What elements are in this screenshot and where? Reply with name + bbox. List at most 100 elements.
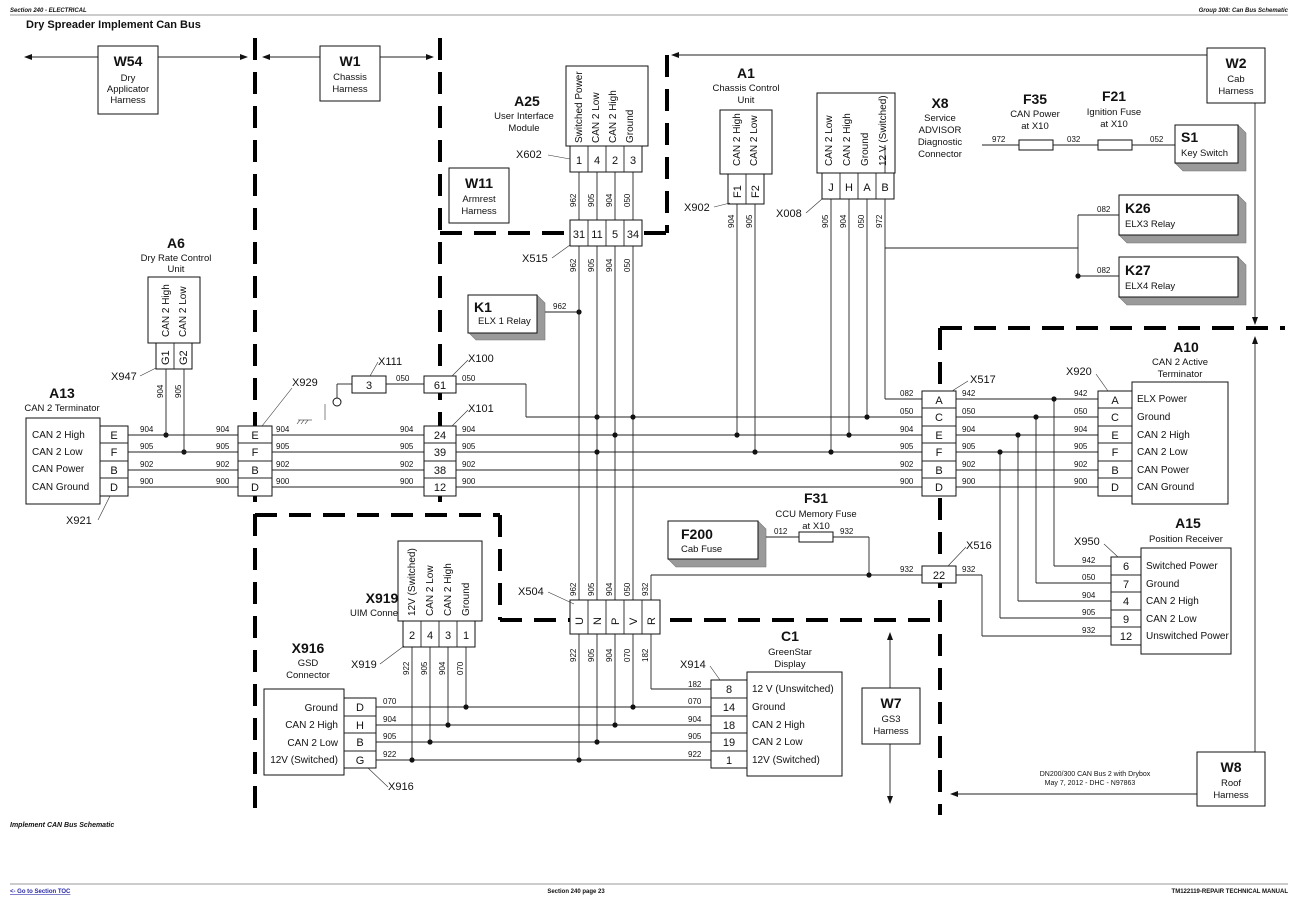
svg-text:X916: X916: [292, 640, 325, 656]
toc-link[interactable]: <- Go to Section TOC: [10, 889, 71, 895]
svg-text:Harness: Harness: [110, 95, 146, 106]
svg-text:GreenStar: GreenStar: [768, 647, 812, 658]
svg-text:CAN 2 High: CAN 2 High: [608, 90, 619, 143]
svg-text:900: 900: [462, 477, 476, 486]
a25-user-interface-module: A25 User Interface Module Switched Power…: [494, 65, 649, 272]
svg-text:3: 3: [366, 380, 372, 392]
svg-text:CAN 2 High: CAN 2 High: [752, 720, 805, 731]
svg-text:22: 22: [933, 570, 945, 582]
svg-text:904: 904: [839, 214, 848, 228]
svg-text:12V (Switched): 12V (Switched): [407, 548, 418, 616]
svg-text:12 V (Unswitched): 12 V (Unswitched): [752, 684, 834, 695]
f200-f31-memory-fuse: F200 Cab Fuse F31 CCU Memory Fuse at X10…: [651, 490, 992, 584]
svg-text:ADVISOR: ADVISOR: [919, 125, 962, 136]
svg-text:CAN Power: CAN Power: [1010, 109, 1060, 120]
svg-text:050: 050: [623, 258, 632, 272]
x504-connector: 962 905 904 050 932 U N P V R X504 922 9…: [518, 575, 711, 760]
svg-text:B: B: [251, 465, 258, 477]
svg-text:at X10: at X10: [1021, 121, 1048, 132]
svg-text:Harness: Harness: [1213, 790, 1249, 801]
svg-text:X111: X111: [378, 356, 402, 368]
svg-text:X919: X919: [351, 659, 377, 671]
svg-text:12 V (Switched): 12 V (Switched): [878, 95, 889, 166]
s1-box: [1174, 124, 1239, 164]
svg-text:G1: G1: [160, 350, 172, 365]
svg-text:12: 12: [434, 482, 446, 494]
svg-text:902: 902: [400, 460, 414, 469]
svg-text:900: 900: [900, 477, 914, 486]
svg-text:902: 902: [900, 460, 914, 469]
svg-text:X517: X517: [970, 374, 996, 386]
svg-text:012: 012: [774, 527, 788, 536]
svg-text:070: 070: [623, 648, 632, 662]
svg-text:902: 902: [140, 460, 154, 469]
manual-id: TM122119-REPAIR TECHNICAL MANUAL: [1172, 889, 1289, 895]
svg-text:A: A: [1111, 395, 1119, 407]
svg-text:905: 905: [587, 193, 596, 207]
svg-text:932: 932: [840, 527, 854, 536]
svg-text:12: 12: [1120, 631, 1132, 643]
svg-text:905: 905: [587, 582, 596, 596]
svg-text:904: 904: [156, 384, 165, 398]
svg-text:X919: X919: [366, 590, 399, 606]
svg-text:902: 902: [216, 460, 230, 469]
svg-text:F200: F200: [681, 526, 713, 542]
svg-text:C: C: [935, 412, 943, 424]
svg-text:CAN 2 Low: CAN 2 Low: [749, 115, 760, 166]
w1-box: [319, 45, 381, 102]
svg-text:904: 904: [216, 425, 230, 434]
uim-vertical-wires: [578, 199, 922, 600]
svg-text:904: 904: [438, 661, 447, 675]
svg-text:ELX3 Relay: ELX3 Relay: [1125, 219, 1175, 230]
svg-text:F: F: [936, 447, 943, 459]
svg-text:ELX4 Relay: ELX4 Relay: [1125, 281, 1175, 292]
svg-text:G: G: [356, 755, 365, 767]
svg-text:Ground: Ground: [305, 703, 338, 714]
svg-text:052: 052: [1150, 135, 1164, 144]
svg-text:Ground: Ground: [860, 133, 871, 166]
svg-text:905: 905: [688, 732, 702, 741]
svg-text:932: 932: [900, 565, 914, 574]
svg-text:050: 050: [900, 407, 914, 416]
svg-text:902: 902: [276, 460, 290, 469]
svg-text:902: 902: [1074, 460, 1088, 469]
svg-text:A1: A1: [737, 65, 755, 81]
svg-text:F: F: [111, 447, 118, 459]
svg-text:8: 8: [726, 684, 732, 696]
svg-text:050: 050: [462, 374, 476, 383]
svg-text:905: 905: [962, 442, 976, 451]
svg-text:CAN 2 Low: CAN 2 Low: [32, 447, 83, 458]
svg-text:X921: X921: [66, 515, 92, 527]
svg-text:24: 24: [434, 430, 446, 442]
svg-text:905: 905: [400, 442, 414, 451]
svg-text:Switched Power: Switched Power: [574, 71, 585, 143]
svg-text:C: C: [1111, 412, 1119, 424]
svg-text:904: 904: [605, 193, 614, 207]
svg-text:905: 905: [745, 214, 754, 228]
svg-text:K26: K26: [1125, 200, 1151, 216]
revision-note-1: DN200/300 CAN Bus 2 with Drybox: [1040, 771, 1151, 778]
svg-text:Harness: Harness: [461, 206, 497, 217]
svg-text:4: 4: [427, 630, 433, 642]
svg-text:A: A: [863, 182, 871, 194]
svg-text:942: 942: [962, 389, 976, 398]
svg-text:905: 905: [1082, 608, 1096, 617]
svg-text:9: 9: [1123, 614, 1129, 626]
svg-text:902: 902: [962, 460, 976, 469]
svg-text:932: 932: [641, 582, 650, 596]
x517-a10-terminator: A C E F B D X517 082 050 942 050 904 905…: [900, 339, 1229, 505]
svg-text:Cab Fuse: Cab Fuse: [681, 544, 722, 555]
svg-text:A25: A25: [514, 93, 540, 109]
svg-text:X602: X602: [516, 149, 542, 161]
svg-text:Harness: Harness: [1218, 86, 1254, 97]
svg-text:38: 38: [434, 465, 446, 477]
svg-text:R: R: [646, 617, 658, 625]
svg-text:CAN Ground: CAN Ground: [32, 482, 89, 493]
svg-text:A15: A15: [1175, 515, 1201, 531]
svg-text:31: 31: [573, 229, 585, 241]
svg-text:922: 922: [383, 750, 397, 759]
svg-text:CAN 2 Low: CAN 2 Low: [752, 737, 803, 748]
w2-name: W2: [1226, 55, 1247, 71]
w54-box: [97, 45, 159, 115]
svg-text:904: 904: [400, 425, 414, 434]
